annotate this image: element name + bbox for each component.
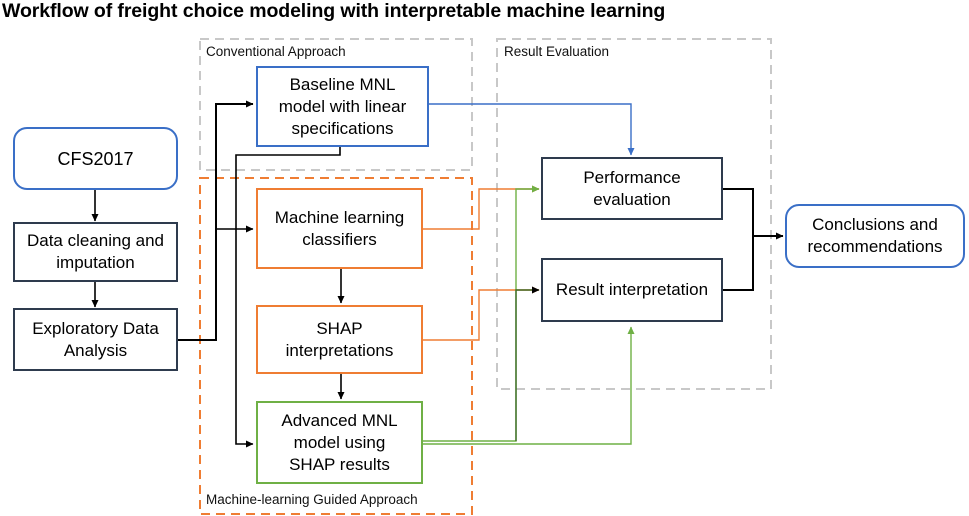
ml-guided-region [199,177,473,515]
diagram-title: Workflow of freight choice modeling with… [2,0,666,22]
conclusions-node: Conclusions and recommendations [785,204,965,268]
result-interpretation-node: Result interpretation [541,258,723,322]
arrow-shap-to-interpretation [423,286,540,341]
arrow-interpretation-to-conclusions [723,236,754,291]
ml-classifiers-node: Machine learning classifiers [256,188,423,269]
arrow-ml-to-performance [423,185,540,230]
evaluation-region [496,38,772,390]
baseline-mnl-node: Baseline MNL model with linear specifica… [256,66,429,147]
evaluation-region-label: Result Evaluation [504,44,610,59]
arrow-baseline-to-performance [428,103,635,156]
arrow-advanced-to-interpretation-bottom [423,326,635,445]
conventional-region-label: Conventional Approach [206,44,346,59]
performance-evaluation-node: Performance evaluation [541,157,723,220]
arrow-baseline-to-advanced [235,147,341,448]
exploratory-analysis-node: Exploratory Data Analysis [13,308,178,371]
advanced-mnl-node: Advanced MNL model using SHAP results [256,401,423,484]
arrow-performance-to-conclusions [723,188,784,240]
arrow-advanced-to-interpretation-left [515,286,540,441]
data-cleaning-node: Data cleaning and imputation [13,222,178,282]
arrow-advanced-to-performance [423,185,540,442]
arrow-eda-to-baseline [177,100,254,341]
ml-guided-region-label: Machine-learning Guided Approach [206,492,418,507]
cfs2017-node: CFS2017 [13,127,178,190]
shap-interpretations-node: SHAP interpretations [256,305,423,374]
